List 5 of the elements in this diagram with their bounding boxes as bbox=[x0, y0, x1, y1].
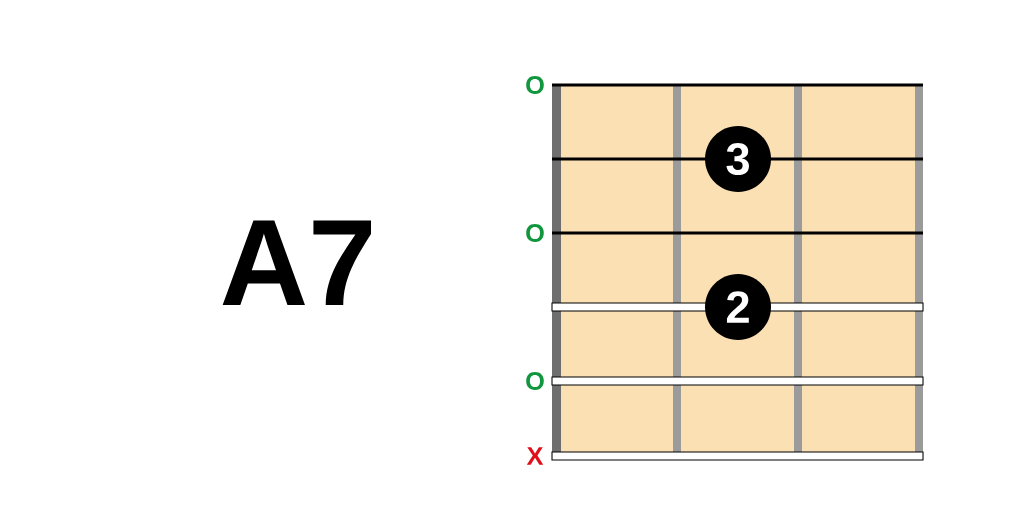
open-string-mark: O bbox=[526, 76, 544, 94]
chord-name: A7 bbox=[222, 220, 371, 305]
open-string-mark: O bbox=[526, 224, 544, 242]
muted-string-mark: X bbox=[526, 447, 544, 465]
open-string-mark: O bbox=[526, 372, 544, 390]
